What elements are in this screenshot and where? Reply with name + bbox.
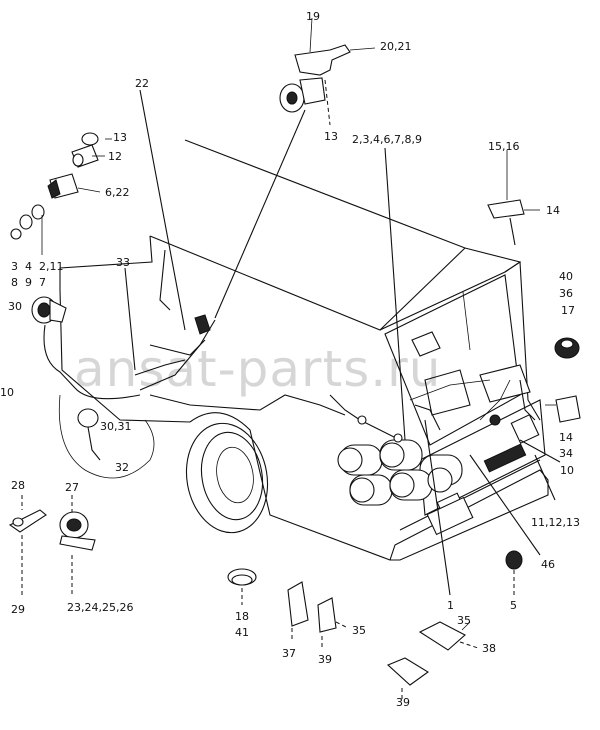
plug-parts-left <box>10 132 112 255</box>
label-40: 40 <box>559 270 573 283</box>
label-11-12-13: 11,12,13 <box>531 516 580 529</box>
wiring-harness <box>43 314 403 443</box>
label-30-31: 30,31 <box>100 420 132 433</box>
label-33: 33 <box>116 256 130 269</box>
label-41: 41 <box>235 626 249 639</box>
label-28: 28 <box>11 479 25 492</box>
label-12: 12 <box>108 150 122 163</box>
leader-22 <box>139 89 186 331</box>
label-34: 34 <box>559 447 573 460</box>
label-19: 19 <box>306 10 320 23</box>
leader-33 <box>124 267 136 371</box>
label-30: 30 <box>8 300 22 313</box>
part-labels: 19 20,21 13 22 13 12 6,22 3 4 2,11 8 9 7… <box>0 10 580 709</box>
label-5: 5 <box>510 599 517 612</box>
clamp-27 <box>59 495 96 595</box>
label-29: 29 <box>11 603 25 616</box>
label-10-left: 10 <box>0 386 14 399</box>
bracket-37 <box>287 581 309 640</box>
label-7: 7 <box>39 276 46 289</box>
label-39-center: 39 <box>318 653 332 666</box>
connector-19 <box>279 17 376 126</box>
clip-28 <box>8 495 47 595</box>
interior <box>409 331 536 431</box>
label-32: 32 <box>115 461 129 474</box>
label-17: 17 <box>561 304 575 317</box>
leader-111213 <box>534 454 556 501</box>
label-14-mid: 14 <box>559 431 573 444</box>
label-6-22: 6,22 <box>105 186 130 199</box>
label-13-top: 13 <box>324 130 338 143</box>
label-3: 3 <box>11 260 18 273</box>
label-46: 46 <box>541 558 555 571</box>
leader-10-right <box>519 439 561 463</box>
watermark: ansat-parts.ru <box>74 340 441 398</box>
detail-inset <box>58 394 155 479</box>
label-9: 9 <box>25 276 32 289</box>
label-2-11: 2,11 <box>39 260 64 273</box>
cylinder-pack <box>337 439 463 506</box>
label-38: 38 <box>482 642 496 655</box>
label-2-3-4-6-7-8-9: 2,3,4,6,7,8,9 <box>352 133 422 146</box>
bracket-15-16 <box>487 150 540 246</box>
label-15-16: 15,16 <box>488 140 520 153</box>
label-20-21: 20,21 <box>380 40 412 53</box>
label-39-bottom: 39 <box>396 696 410 709</box>
front-wheel <box>185 422 269 534</box>
bracket-39-bottom <box>386 657 429 700</box>
label-36: 36 <box>559 287 573 300</box>
leader-1 <box>424 419 451 596</box>
label-8: 8 <box>11 276 18 289</box>
label-1: 1 <box>447 599 454 612</box>
label-23-24-25-26: 23,24,25,26 <box>67 601 133 614</box>
label-22: 22 <box>135 77 149 90</box>
leader-19 <box>214 109 306 319</box>
leader-46 <box>469 454 541 556</box>
label-35-center: 35 <box>352 624 366 637</box>
label-14-top: 14 <box>546 204 560 217</box>
label-4: 4 <box>25 260 32 273</box>
bracket-39-center <box>317 597 349 648</box>
bracket-35-38 <box>418 621 479 651</box>
label-35-right: 35 <box>457 614 471 627</box>
label-37: 37 <box>282 647 296 660</box>
hose-clamp-18 <box>227 568 257 605</box>
label-13: 13 <box>113 131 127 144</box>
nut-5 <box>505 550 523 595</box>
leader-234 <box>384 147 406 441</box>
plug-30 <box>31 296 67 324</box>
label-10-right: 10 <box>560 464 574 477</box>
grommet-17 <box>554 337 580 359</box>
label-18: 18 <box>235 610 249 623</box>
label-27: 27 <box>65 481 79 494</box>
bracket-14-34 <box>545 395 581 423</box>
